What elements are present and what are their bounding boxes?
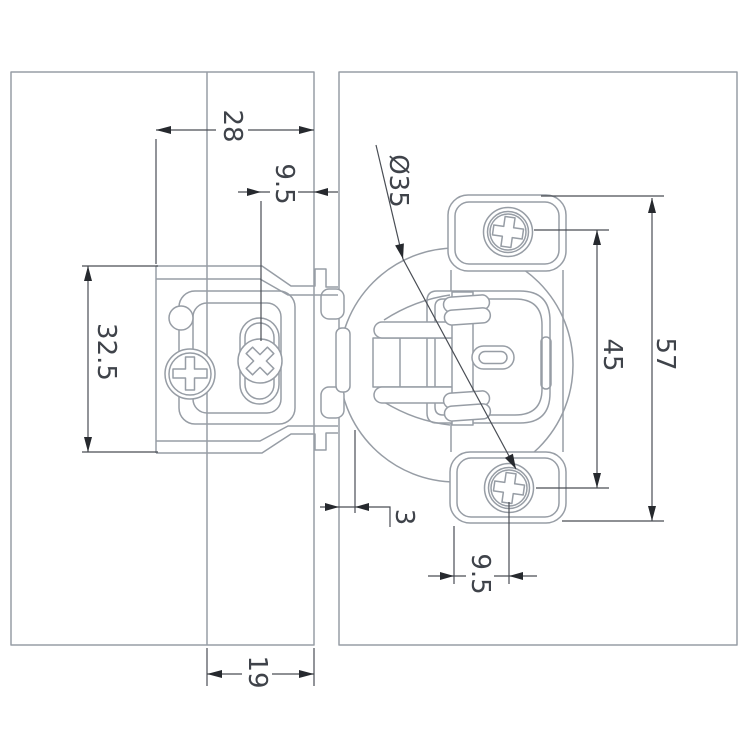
bottom-screw-pad <box>449 451 567 524</box>
door-panel-outline <box>10 71 315 646</box>
cup-screw-phillips-icon <box>172 356 208 391</box>
arrowhead <box>395 243 404 259</box>
spring-coil-top <box>442 294 492 326</box>
cup-top-inner-line <box>156 278 338 296</box>
dimension-door-overlay: 28 <box>155 104 314 264</box>
arm-top-profile <box>383 294 451 321</box>
cup-adjust-screw-cross-icon <box>245 346 275 376</box>
arm-bottom-profile <box>383 401 451 426</box>
label-background <box>270 161 298 208</box>
knuckle-pivot-bar <box>335 327 351 393</box>
arrowhead <box>648 198 656 213</box>
cup-flange-boss <box>168 305 194 331</box>
arrowhead <box>593 473 601 488</box>
dim-label-cup-edge-distance: 9.5 <box>269 163 299 204</box>
dim-label-door-thickness: 19 <box>242 655 272 688</box>
arrowhead <box>504 453 516 469</box>
dimension-plate-screw-spacing: 45 <box>534 229 627 489</box>
dim-label-door-overlay: 28 <box>217 109 247 142</box>
top-pad-inner-outline <box>454 201 560 265</box>
arrowhead <box>325 503 339 511</box>
arrowhead <box>440 572 454 580</box>
plate-side-slot <box>540 336 552 390</box>
arrowhead <box>593 230 601 245</box>
dim-label-plate-total-height: 57 <box>650 337 680 370</box>
cup-bottom-outline <box>156 432 338 454</box>
label-background <box>466 551 494 598</box>
top-screw-pad <box>447 194 567 272</box>
arrowhead <box>156 126 171 134</box>
hinge-arm <box>320 288 515 426</box>
arrowhead <box>509 572 523 580</box>
dim-label-door-panel-gap: 3 <box>389 509 419 526</box>
dimension-door-panel-gap: 3 <box>320 430 419 527</box>
arrowhead <box>314 188 328 196</box>
arrowhead <box>299 670 314 678</box>
cup-bottom-inner-line <box>156 425 338 442</box>
hinge-cup <box>155 265 338 454</box>
dim-label-cup-diameter: Ø35 <box>383 154 413 208</box>
dimension-cup-center-height: 32.5 <box>82 265 158 453</box>
dim-label-plate-screw-spacing: 45 <box>597 338 627 371</box>
knuckle-top-tab <box>320 288 345 320</box>
bottom-screw-phillips-icon <box>492 471 526 505</box>
arrowhead <box>84 437 92 452</box>
arrowhead <box>648 506 656 521</box>
dim-label-plate-screw-edge-offset: 9.5 <box>465 553 495 594</box>
cup-top-outline <box>156 265 338 288</box>
arrowhead <box>299 126 314 134</box>
arrowhead <box>247 188 261 196</box>
dimension-plate-total-height: 57 <box>541 195 680 522</box>
spring-coil-bottom <box>442 390 492 422</box>
adjustment-slot-inner <box>478 350 508 365</box>
top-screw-phillips-icon <box>491 215 525 249</box>
arrowhead <box>355 503 369 511</box>
label-background <box>242 652 272 694</box>
dimension-plate-screw-edge-offset: 9.5 <box>428 502 537 598</box>
dimension-door-thickness: 19 <box>206 648 315 694</box>
arrowhead <box>207 670 222 678</box>
dimension-cup-diameter: Ø35 <box>375 144 517 470</box>
leader-tail <box>355 506 391 527</box>
label-background <box>216 104 248 148</box>
dimension-cup-edge-distance: 9.5 <box>238 161 338 341</box>
knuckle-bottom-tab <box>320 386 345 419</box>
plate-body-inner-outline <box>434 298 543 416</box>
dim-label-cup-center-height: 32.5 <box>91 323 121 381</box>
arrowhead <box>84 266 92 281</box>
